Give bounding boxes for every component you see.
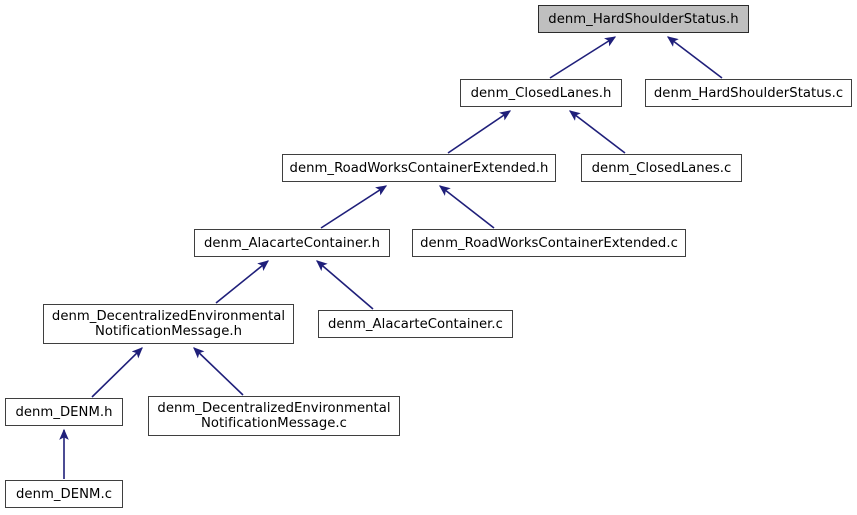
graph-node-label: denm_HardShoulderStatus.h bbox=[548, 11, 739, 27]
graph-node-label: denm_HardShoulderStatus.c bbox=[653, 85, 844, 101]
graph-node-label: denm_AlacarteContainer.h bbox=[203, 235, 381, 251]
graph-node-closed-lanes-h[interactable]: denm_ClosedLanes.h bbox=[460, 79, 622, 107]
graph-edge bbox=[568, 110, 626, 154]
graph-node-denm-h[interactable]: denm_DENM.h bbox=[5, 398, 123, 426]
graph-node-label: denm_ClosedLanes.c bbox=[591, 160, 732, 176]
graph-node-road-works-container-extended-h[interactable]: denm_RoadWorksContainerExtended.h bbox=[282, 154, 556, 182]
graph-edge bbox=[438, 185, 495, 229]
graph-node-label: denm_DENM.h bbox=[15, 404, 113, 420]
graph-node-label: denm_RoadWorksContainerExtended.h bbox=[289, 160, 549, 176]
graph-node-label: denm_DecentralizedEnvironmental Notifica… bbox=[157, 401, 391, 431]
graph-node-denm-message-c[interactable]: denm_DecentralizedEnvironmental Notifica… bbox=[148, 396, 400, 436]
graph-edge bbox=[666, 36, 723, 79]
graph-node-alacarte-container-h[interactable]: denm_AlacarteContainer.h bbox=[194, 229, 390, 257]
graph-edge bbox=[193, 347, 244, 396]
graph-edge bbox=[447, 110, 512, 154]
graph-node-road-works-container-extended-c[interactable]: denm_RoadWorksContainerExtended.c bbox=[412, 229, 686, 257]
graph-node-closed-lanes-c[interactable]: denm_ClosedLanes.c bbox=[581, 154, 742, 182]
graph-node-label: denm_ClosedLanes.h bbox=[470, 85, 612, 101]
graph-node-hard-shoulder-status-c[interactable]: denm_HardShoulderStatus.c bbox=[645, 79, 852, 107]
graph-node-label: denm_AlacarteContainer.c bbox=[328, 316, 503, 332]
graph-edge bbox=[215, 260, 269, 304]
graph-node-alacarte-container-c[interactable]: denm_AlacarteContainer.c bbox=[318, 310, 513, 338]
graph-node-label: denm_DecentralizedEnvironmental Notifica… bbox=[51, 309, 286, 339]
graph-edge bbox=[549, 36, 617, 79]
graph-edge bbox=[320, 185, 388, 229]
graph-node-denm-c[interactable]: denm_DENM.c bbox=[5, 480, 123, 508]
graph-edge bbox=[91, 347, 143, 398]
graph-node-denm-message-h[interactable]: denm_DecentralizedEnvironmental Notifica… bbox=[43, 304, 294, 344]
graph-node-label: denm_DENM.c bbox=[15, 486, 112, 502]
graph-node-label: denm_RoadWorksContainerExtended.c bbox=[420, 235, 678, 251]
graph-edge bbox=[316, 260, 374, 310]
graph-node-hard-shoulder-status-h[interactable]: denm_HardShoulderStatus.h bbox=[538, 5, 749, 33]
